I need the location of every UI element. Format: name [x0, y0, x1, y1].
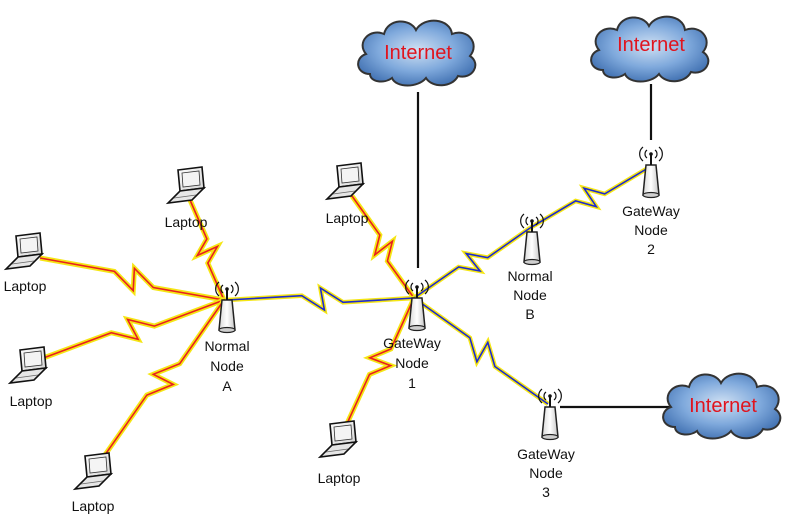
- node-label-line: GateWay: [517, 446, 575, 462]
- laptop-icon: [5, 232, 43, 270]
- node-normal-a: Normal Node A: [204, 281, 250, 394]
- node-label-line: Node: [634, 222, 668, 238]
- laptop: Laptop: [9, 346, 53, 409]
- wireless-link-laptop-node-a: [189, 199, 225, 301]
- wireless-link-laptop-node-a: [99, 299, 225, 463]
- cloud-label: Internet: [689, 395, 757, 417]
- wireless-link-node-a-gateway-1: [226, 286, 415, 312]
- laptop-label: Laptop: [72, 498, 115, 514]
- laptop: Laptop: [72, 452, 115, 514]
- node-label-line: Normal: [507, 268, 552, 284]
- node-normal-b: Normal Node B: [507, 213, 553, 322]
- lightning-bolt-icon: [39, 255, 225, 303]
- laptop: Laptop: [326, 162, 369, 226]
- laptop-icon: [9, 346, 47, 384]
- internet-cloud: Internet: [357, 19, 477, 87]
- wireless-links: [37, 166, 650, 464]
- node-gateway-1: GateWay Node 1: [383, 279, 441, 391]
- node-label-line: Node: [513, 287, 547, 303]
- wireless-link-gateway-1-node-b: [413, 227, 531, 299]
- node-label-line: 2: [647, 241, 655, 257]
- node-label-line: Node: [210, 358, 244, 374]
- wireless-link-laptop-gateway-1: [351, 195, 415, 299]
- node-label-line: Node: [529, 465, 563, 481]
- wired-links: [416, 84, 670, 409]
- laptop-label: Laptop: [318, 470, 361, 486]
- laptop-label: Laptop: [10, 393, 53, 409]
- laptop-icon: [326, 162, 364, 200]
- internet-cloud: Internet: [662, 372, 782, 440]
- wireless-link-node-b-gateway-2: [529, 167, 649, 229]
- wireless-link-laptop-node-a: [39, 257, 225, 301]
- laptop-icon: [319, 420, 357, 458]
- laptop-label: Laptop: [165, 214, 208, 230]
- internet-cloud: Internet: [590, 15, 710, 83]
- laptop: Laptop: [165, 166, 208, 230]
- laptop: Laptop: [318, 420, 361, 486]
- lightning-bolt-icon: [528, 166, 650, 230]
- node-label-line: GateWay: [622, 203, 680, 219]
- node-label-line: 3: [542, 484, 550, 500]
- laptop: Laptop: [4, 232, 47, 294]
- node-label-line: A: [222, 378, 232, 394]
- node-label-line: Normal: [204, 338, 249, 354]
- node-gateway-2: GateWay Node 2: [622, 146, 680, 257]
- wireless-tower-icon: [537, 388, 563, 441]
- laptop-label: Laptop: [326, 210, 369, 226]
- wireless-link-laptop-node-a: [37, 299, 225, 361]
- node-label-line: Node: [395, 355, 429, 371]
- wireless-link-gateway-1-gateway-3: [413, 297, 549, 405]
- cloud-label: Internet: [617, 34, 685, 56]
- laptop-icon: [74, 452, 112, 490]
- node-label-line: GateWay: [383, 335, 441, 351]
- node-label-line: B: [525, 306, 534, 322]
- node-gateway-3: GateWay Node 3: [517, 388, 575, 500]
- laptop-icon: [167, 166, 205, 204]
- wireless-link-laptop-gateway-1: [344, 297, 415, 429]
- node-label-line: 1: [408, 375, 416, 391]
- lightning-bolt-icon: [37, 297, 225, 363]
- laptop-label: Laptop: [4, 278, 47, 294]
- cloud-label: Internet: [384, 42, 452, 64]
